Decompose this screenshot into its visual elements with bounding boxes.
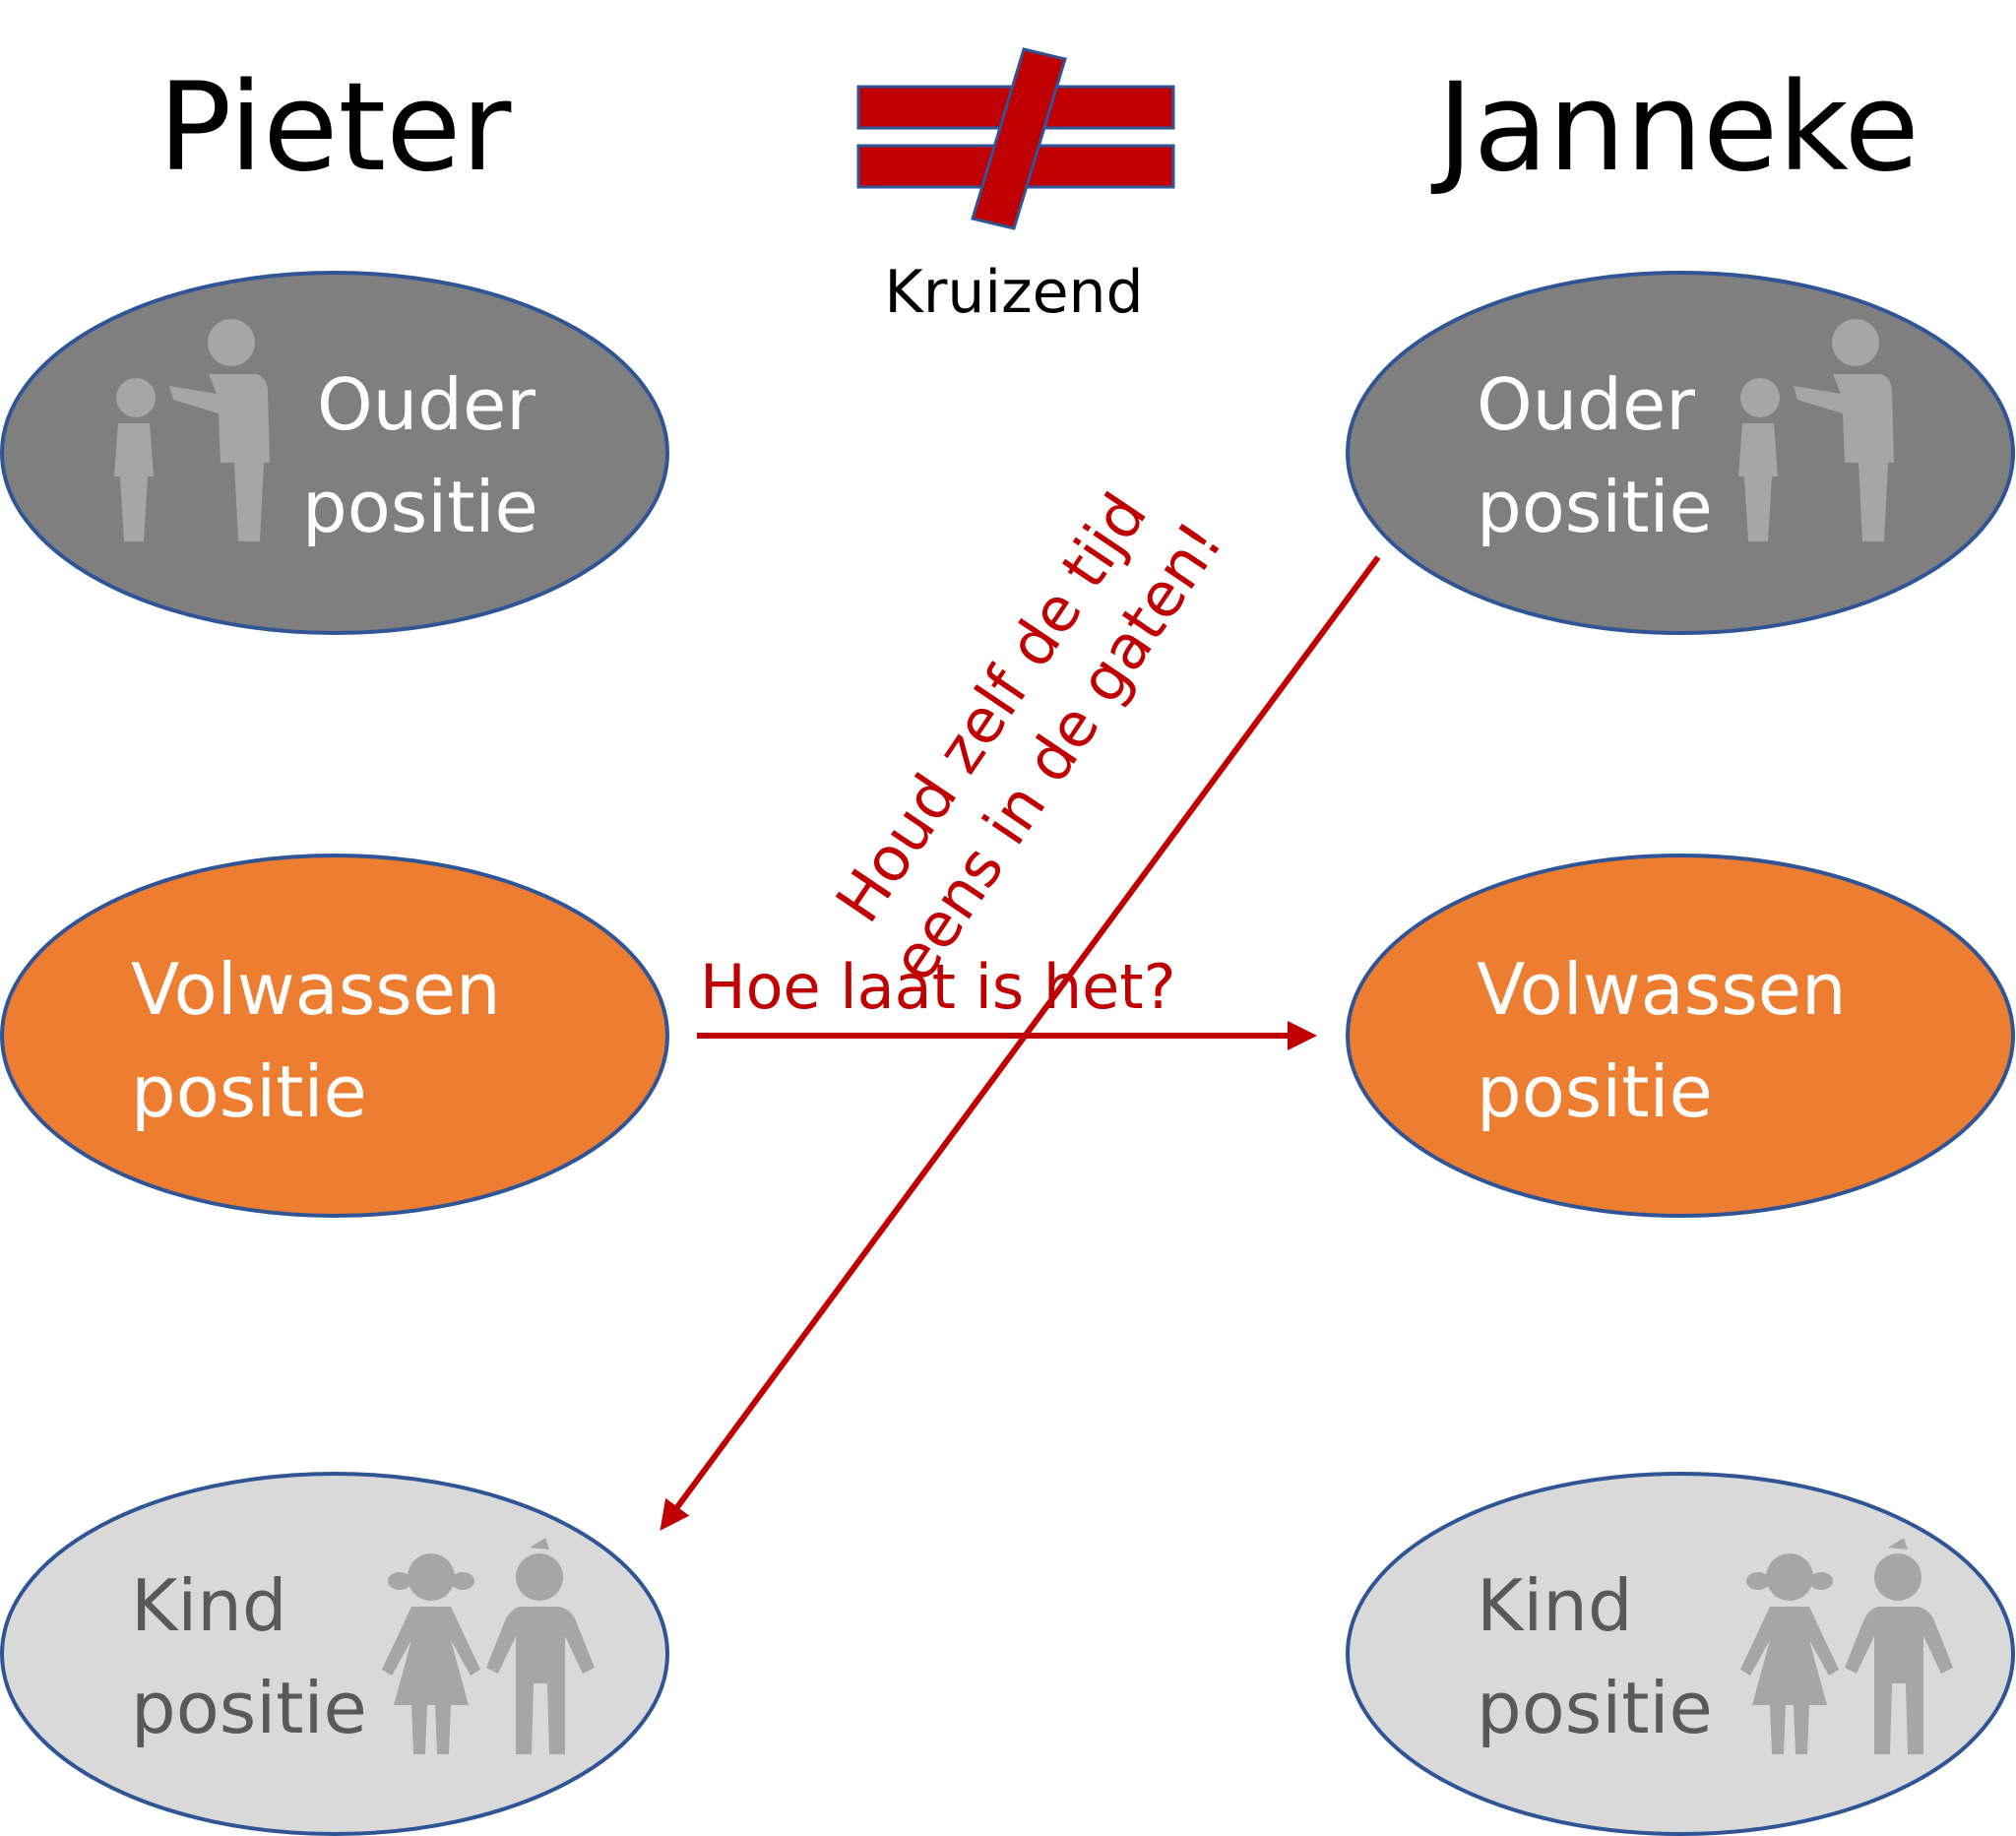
symbol-caption: Kruizend [884,258,1143,327]
volwassen-label-line1: Volwassen [1477,948,1847,1031]
ouder-label-line1: Ouder [317,363,536,446]
title-janneke: Janneke [1430,57,1920,199]
kind-label-line1: Kind [131,1564,287,1647]
ouder-label-line1: Ouder [1477,363,1695,446]
janneke-kind-positie: Kind positie [1346,1472,2015,1836]
ouder-label-line2: positie [1477,466,1713,548]
pieter-volwassen-positie: Volwassen positie [0,854,669,1218]
volwassen-label-line2: positie [131,1050,367,1133]
janneke-volwassen-positie: Volwassen positie [1346,854,2015,1218]
kind-ellipse [0,1472,669,1836]
volwassen-label-line1: Volwassen [131,948,501,1031]
volwassen-ellipse [0,854,669,1218]
volwassen-ellipse [1346,854,2015,1218]
ouder-label-line2: positie [302,466,538,548]
ouder-ellipse [0,271,669,635]
kind-label-line1: Kind [1477,1564,1633,1647]
stimulus-message: Hoe laat is het? [700,951,1176,1023]
kind-label-line2: positie [1477,1667,1713,1749]
pieter-ouder-positie: Ouder positie [0,271,669,635]
not-equal-icon [856,47,1175,230]
response-arrow [660,555,1381,1531]
kind-ellipse [1346,1472,2015,1836]
title-pieter: Pieter [158,57,512,199]
pieter-kind-positie: Kind positie [0,1472,669,1836]
volwassen-label-line2: positie [1477,1050,1713,1133]
response-message: Houd zelf de tijd eens in de gaten! [822,480,1236,994]
kind-label-line2: positie [131,1667,367,1749]
ouder-ellipse [1346,271,2015,635]
janneke-ouder-positie: Ouder positie [1346,271,2015,635]
